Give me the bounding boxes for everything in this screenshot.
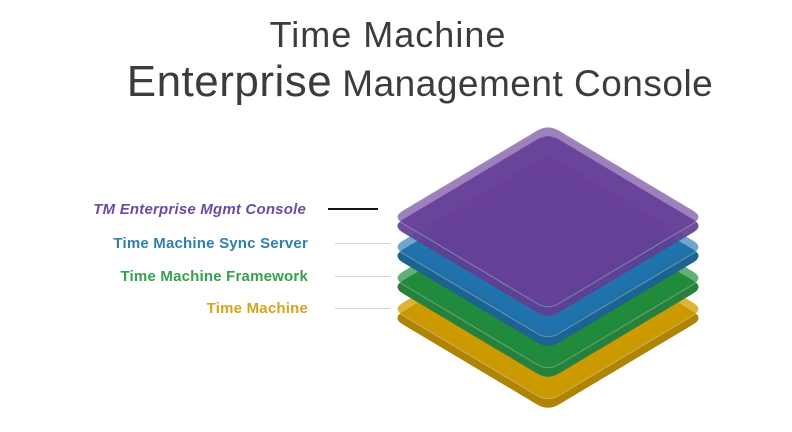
leader-line-time-machine [335,307,390,309]
page-title-line1: Time Machine [269,14,507,55]
label-time-machine: Time Machine [206,299,308,317]
label-enterprise-mgmt-console: TM Enterprise Mgmt Console [93,200,306,218]
label-row-enterprise-mgmt-console: TM Enterprise Mgmt Console [93,198,390,220]
label-sync-server: Time Machine Sync Server [113,234,308,252]
title-enterprise: Enterprise [126,57,333,107]
leader-line-framework [335,275,390,277]
leader-line-enterprise-mgmt-console [328,208,378,210]
title-management-console: Management Console [342,63,714,105]
label-framework: Time Machine Framework [120,267,308,285]
leader-line-sync-server [335,242,390,244]
label-row-sync-server: Time Machine Sync Server [113,232,390,254]
label-row-time-machine: Time Machine [207,297,390,319]
label-row-framework: Time Machine Framework [120,265,390,287]
